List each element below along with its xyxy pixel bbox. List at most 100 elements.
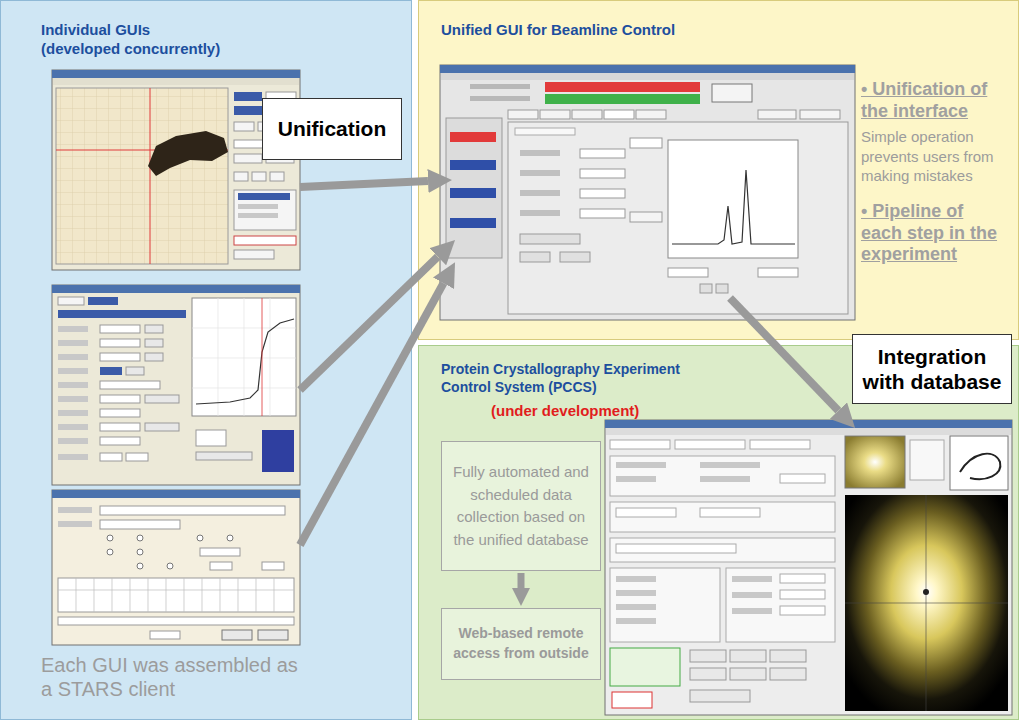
gui-screenshot-part bbox=[196, 452, 252, 460]
gui-screenshot-part bbox=[520, 150, 560, 156]
panel-title: Individual GUIs (developed concurrently) bbox=[41, 21, 229, 59]
gui-screenshot-part bbox=[150, 88, 151, 264]
gui-screenshot-part bbox=[580, 149, 625, 158]
callout-box: Integration with database bbox=[852, 334, 1012, 404]
gui-screenshot-part bbox=[700, 508, 760, 517]
gui-screenshot-part bbox=[238, 193, 290, 200]
gui-screenshot-part bbox=[515, 128, 575, 135]
gui-screenshot-part bbox=[58, 354, 88, 360]
bullet-note: Simple operation prevents users from mak… bbox=[861, 127, 1013, 186]
gui-screenshot-part bbox=[712, 84, 752, 102]
gui-screenshot-part bbox=[107, 535, 113, 541]
gui-screenshot-part bbox=[700, 476, 750, 482]
gui-screenshot-part bbox=[616, 462, 666, 468]
gui-screenshot-part bbox=[58, 396, 88, 402]
gui-screenshot-part bbox=[53, 78, 299, 85]
process-box: Web-based remote access from outside bbox=[441, 608, 601, 680]
gui-screenshot-part bbox=[200, 548, 240, 556]
gui-screenshot-part bbox=[137, 549, 143, 555]
gui-screenshot-part bbox=[440, 65, 855, 320]
gui-screenshot-part bbox=[58, 454, 88, 460]
gui-screenshot-part bbox=[270, 172, 284, 181]
gui-screenshot-part bbox=[238, 213, 278, 218]
gui-screenshot-part bbox=[636, 110, 666, 119]
gui-screenshot-part bbox=[950, 436, 1008, 490]
gui-screenshot-part bbox=[610, 440, 670, 449]
gui-screenshot-part bbox=[845, 495, 1008, 711]
gui-screenshot bbox=[605, 420, 1012, 715]
gui-screenshot-part bbox=[520, 234, 580, 244]
gui-screenshot-part bbox=[604, 110, 634, 119]
panel-title: Protein Crystallography Experiment Contr… bbox=[441, 360, 693, 396]
gui-screenshot-part bbox=[690, 690, 750, 702]
gui-screenshot-part bbox=[58, 521, 92, 527]
gui-screenshot-part bbox=[126, 367, 144, 375]
gui-screenshot-part bbox=[440, 65, 855, 73]
gui-screenshot-part bbox=[56, 88, 228, 264]
gui-screenshot-part bbox=[732, 608, 772, 614]
panel-note: Each GUI was assembled as a STARS client bbox=[41, 653, 299, 701]
gui-screenshot-part bbox=[616, 604, 656, 610]
gui-screenshot-part bbox=[716, 284, 728, 293]
gui-screenshot-part bbox=[545, 82, 700, 92]
gui-screenshot-part bbox=[100, 520, 180, 529]
gui-screenshot-part bbox=[100, 423, 140, 431]
gui-screenshot-part bbox=[52, 70, 300, 78]
gui-screenshot-part bbox=[234, 122, 254, 131]
gui-screenshot-part bbox=[234, 92, 262, 101]
gui-screenshot-part bbox=[450, 132, 496, 142]
gui-screenshot-part bbox=[258, 122, 278, 131]
gui-screenshot-part bbox=[960, 454, 1000, 479]
gui-screenshot-part bbox=[845, 436, 905, 488]
gui-screenshot-part bbox=[580, 189, 625, 198]
gui-screenshot-part bbox=[167, 563, 173, 569]
gui-screenshot-part bbox=[612, 692, 652, 708]
gui-screenshot-part bbox=[780, 574, 825, 583]
gui-screenshot-part bbox=[668, 268, 708, 277]
gui-screenshot-part bbox=[52, 490, 300, 645]
bullet-point: • Unification of the interface bbox=[861, 79, 1003, 122]
gui-screenshot-part bbox=[770, 650, 806, 662]
gui-screenshot-part bbox=[690, 650, 726, 662]
gui-screenshot-part bbox=[508, 110, 538, 119]
gui-screenshot-part bbox=[606, 428, 1011, 435]
gui-screenshot-part bbox=[732, 576, 772, 582]
flow-arrow-art-part bbox=[300, 257, 438, 390]
gui-screenshot-part bbox=[610, 502, 835, 532]
gui-screenshot-part bbox=[540, 110, 570, 119]
gui-screenshot-part bbox=[758, 110, 796, 119]
gui-screenshot-part bbox=[227, 535, 233, 541]
gui-screenshot-part bbox=[730, 650, 766, 662]
gui-screenshot-part bbox=[616, 508, 676, 517]
gui-screenshot-part bbox=[572, 110, 602, 119]
status-note: (under development) bbox=[491, 402, 711, 421]
gui-screenshot-part bbox=[520, 210, 560, 216]
gui-screenshot-part bbox=[545, 94, 700, 104]
gui-screenshot-part bbox=[58, 578, 294, 612]
gui-screenshot-part bbox=[750, 440, 810, 449]
gui-screenshot-part bbox=[107, 549, 113, 555]
gui-screenshot-part bbox=[58, 578, 294, 612]
gui-screenshot-part bbox=[616, 618, 656, 624]
gui-screenshot-part bbox=[520, 252, 550, 262]
gui-screenshot-part bbox=[52, 285, 300, 485]
gui-screenshot-part bbox=[100, 325, 140, 333]
gui-screenshot-part bbox=[196, 319, 294, 404]
gui-screenshot-part bbox=[610, 538, 835, 562]
gui-screenshot-part bbox=[780, 590, 825, 599]
gui-screenshot-part bbox=[470, 84, 530, 89]
gui-screenshot-part bbox=[616, 476, 656, 482]
gui-screenshot-part bbox=[630, 212, 662, 222]
gui-screenshot-part bbox=[770, 668, 806, 680]
flow-arrow-art-part bbox=[300, 181, 428, 187]
gui-screenshot-part bbox=[100, 437, 140, 445]
gui-screenshot-part bbox=[100, 381, 160, 389]
gui-screenshot-part bbox=[52, 285, 300, 293]
gui-screenshot-part bbox=[52, 490, 300, 498]
gui-screenshot-part bbox=[58, 310, 186, 318]
gui-screenshot-part bbox=[100, 409, 140, 417]
process-box: Fully automated and scheduled data colle… bbox=[441, 441, 601, 571]
gui-screenshot-part bbox=[616, 576, 656, 582]
gui-screenshot-part bbox=[126, 453, 148, 461]
